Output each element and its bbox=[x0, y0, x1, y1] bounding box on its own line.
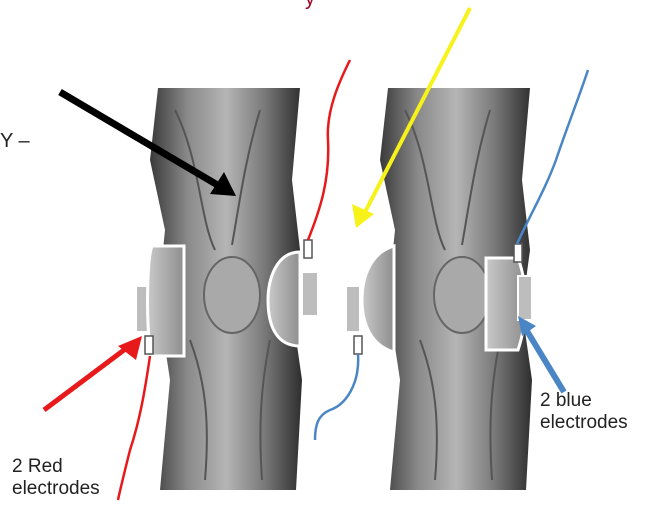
red-label-line2: electrodes bbox=[12, 478, 100, 500]
red-electrodes-label: 2 Red electrodes bbox=[12, 456, 100, 500]
blue-electrode-pad-left bbox=[346, 246, 394, 354]
blue-wire-bottom bbox=[315, 354, 358, 440]
red-arrow bbox=[44, 336, 142, 410]
red-electrode-pad-left bbox=[136, 246, 184, 356]
blue-label-line1: 2 blue bbox=[540, 390, 628, 412]
red-wire-top bbox=[308, 60, 350, 240]
blue-electrodes-label: 2 blue electrodes bbox=[540, 390, 628, 434]
red-wire-bottom bbox=[118, 356, 150, 500]
blue-label-line2: electrodes bbox=[540, 412, 628, 434]
red-label-line1: 2 Red bbox=[12, 456, 100, 478]
